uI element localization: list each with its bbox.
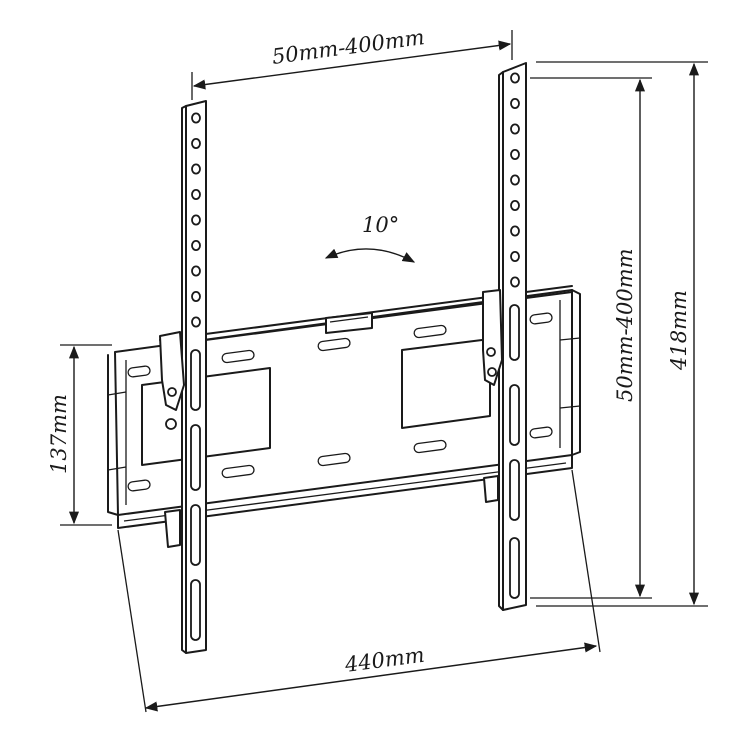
overall-width-dimension	[117, 469, 601, 713]
wall-plate-height-label: 137mm	[47, 394, 71, 474]
overall-height-dimension	[536, 61, 708, 607]
mount-hole	[191, 265, 201, 277]
tilt-angle-label: 10°	[362, 213, 399, 237]
wall-plate	[107, 285, 581, 529]
wall-plate-height-dimension	[60, 344, 112, 526]
mount-hole	[191, 316, 201, 328]
tilt-arrow-icon	[324, 248, 416, 263]
mount-hole	[191, 290, 201, 302]
overall-width-label: 440mm	[343, 643, 426, 677]
right-arm	[482, 62, 527, 611]
vesa-height-dimension	[530, 77, 652, 599]
vesa-width-label: 50mm-400mm	[271, 25, 426, 69]
mount-hole	[510, 174, 520, 186]
mount-hole	[510, 276, 520, 288]
overall-height-label: 418mm	[667, 290, 691, 371]
mount-hole	[510, 225, 520, 237]
vesa-height-label: 50mm-400mm	[613, 248, 637, 402]
mount-hole	[191, 112, 201, 124]
mount-hole	[510, 123, 520, 135]
mount-hole	[510, 72, 520, 84]
mount-hole	[510, 199, 520, 211]
mount-hole	[191, 188, 201, 200]
mount-hole	[510, 250, 520, 262]
left-arm	[159, 100, 207, 654]
mount-hole	[191, 137, 201, 149]
mount-hole	[191, 163, 201, 175]
vesa-width-dimension	[191, 30, 513, 100]
mount-hole	[191, 239, 201, 251]
mount-hole	[510, 98, 520, 110]
mount-hole	[510, 148, 520, 160]
mount-hole	[191, 214, 201, 226]
